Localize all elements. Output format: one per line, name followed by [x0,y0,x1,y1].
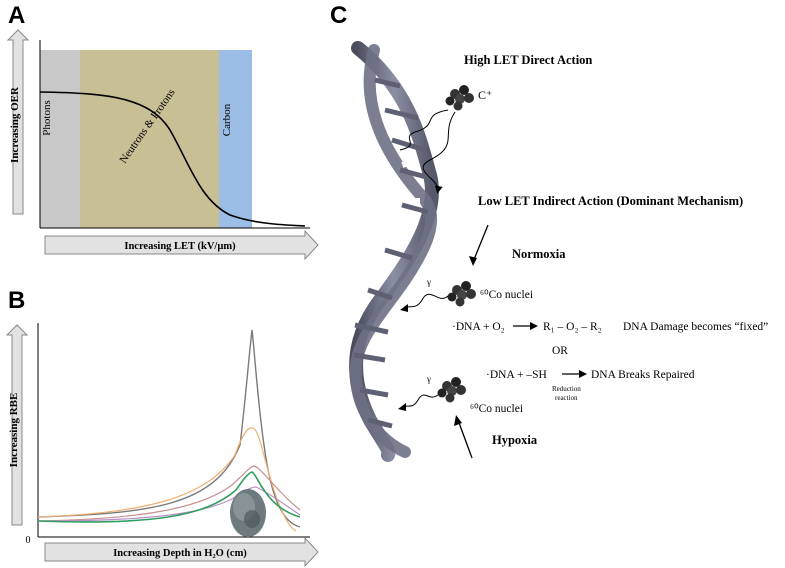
carbon-label: Carbon [221,103,233,136]
carbon-ion-label: C⁺ [478,88,492,102]
photons-label: Photons [41,100,53,135]
panel-b-y-arrow [5,324,29,526]
neutrons-protons-region [80,50,219,228]
hypoxia-arrow [457,419,473,459]
reaction1-right: R₁ – O₂ – R₂ [543,321,602,333]
tumor-image [230,489,266,537]
or-label: OR [552,345,568,357]
panel-c-figure: High LET Direct Action C⁺ Low LET Indire… [349,41,768,462]
panel-a-figure: Increasing OER Increasing LET (kV/µm) Ph… [6,29,319,261]
panel-b-figure: Increasing RBE Increasing Depth in H₂O (… [5,323,319,568]
gamma-label-top: γ [426,277,431,287]
normoxia-label: Normoxia [512,247,566,261]
panel-a-y-arrow [6,29,30,215]
photons-region [40,50,80,228]
gamma-label-bottom: γ [426,374,431,384]
hypoxia-label: Hypoxia [492,433,538,447]
cobalt-cluster-top [447,281,476,307]
panel-a-y-label: Increasing OER [9,86,21,163]
gamma-ray-bottom [401,394,439,408]
rbe-curve-green [37,471,301,523]
reduction-label: Reduction [552,385,581,393]
panel-b-y-label: Increasing RBE [8,393,20,468]
reaction-label: reaction [555,394,578,402]
high-let-title: High LET Direct Action [464,53,592,67]
reaction2-left: ·DNA + –SH [486,369,547,381]
cobalt-cluster-bottom [437,377,466,403]
rbe-curve-orange [37,427,297,532]
cobalt-label-top: ⁶⁰Co nuclei [480,289,533,301]
panel-b-x-label: Increasing Depth in H₂O (cm) [113,548,247,559]
carbon-ion-cluster [445,85,474,111]
low-let-arrow [472,224,489,263]
panel-a-x-label: Increasing LET (kV/µm) [124,241,236,252]
panel-letter-c: C [330,2,348,29]
cobalt-label-bottom: ⁶⁰Co nuclei [470,403,523,415]
reaction1-result: DNA Damage becomes “fixed” [623,321,768,333]
reaction1-left: ·DNA + O₂ [452,321,505,333]
carbon-track-1 [399,109,449,151]
panel-b-origin-label: 0 [26,535,31,546]
carbon-track-2 [422,111,456,194]
reaction2-right: DNA Breaks Repaired [591,369,695,381]
low-let-title: Low LET Indirect Action (Dominant Mechan… [478,194,743,208]
panel-letter-b: B [8,287,26,314]
oer-curve [39,91,306,227]
carbon-region [219,50,252,228]
gamma-ray-top [403,293,449,309]
rbe-curve-rose [37,465,301,522]
dna-helix [349,41,439,462]
panel-a-x-arrow [44,229,319,261]
panel-b-x-arrow [44,536,319,568]
panel-letter-a: A [8,2,26,29]
